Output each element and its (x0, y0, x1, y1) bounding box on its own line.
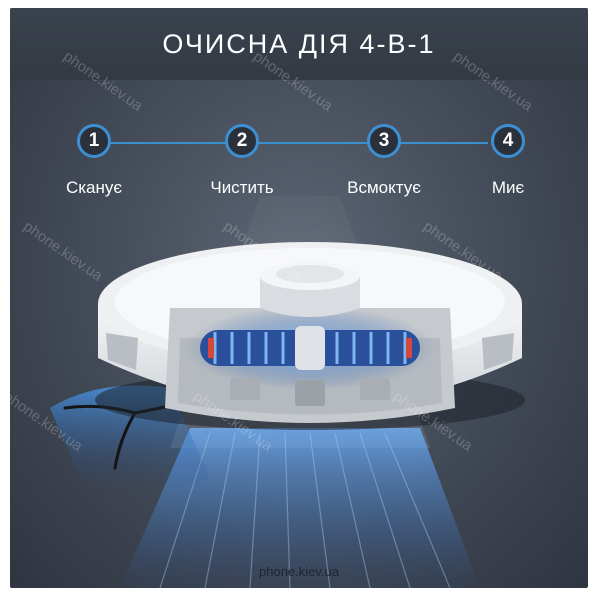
banner-header: ОЧИСНА ДІЯ 4-В-1 (10, 8, 588, 80)
step-3-label: Всмоктує (347, 178, 421, 197)
drive-mechanism (230, 378, 390, 406)
step-1-label: Сканує (65, 178, 123, 197)
product-banner: ОЧИСНА ДІЯ 4-В-1 1 2 3 4 Сканує Чистить … (10, 8, 588, 588)
cleaning-steps: 1 2 3 4 Сканує Чистить Всмоктує Миє (10, 116, 588, 206)
lidar-tower (260, 262, 360, 317)
step-2-label: Чистить (210, 178, 274, 197)
step-connector (110, 142, 488, 144)
main-brush-roll (200, 326, 420, 370)
banner-title: ОЧИСНА ДІЯ 4-В-1 (162, 28, 436, 59)
footer-caption: phone.kiev.ua (259, 564, 339, 579)
airflow-streaks (120, 428, 480, 588)
step-1-badge: 1 (77, 124, 111, 158)
robot-vacuum-illustration (50, 196, 525, 588)
right-sensor-window (482, 333, 514, 370)
step-4-label: Миє (491, 178, 525, 197)
left-sensor-window (106, 333, 138, 370)
step-2-badge: 2 (225, 124, 259, 158)
step-4-badge: 4 (491, 124, 525, 158)
step-3-badge: 3 (367, 124, 401, 158)
